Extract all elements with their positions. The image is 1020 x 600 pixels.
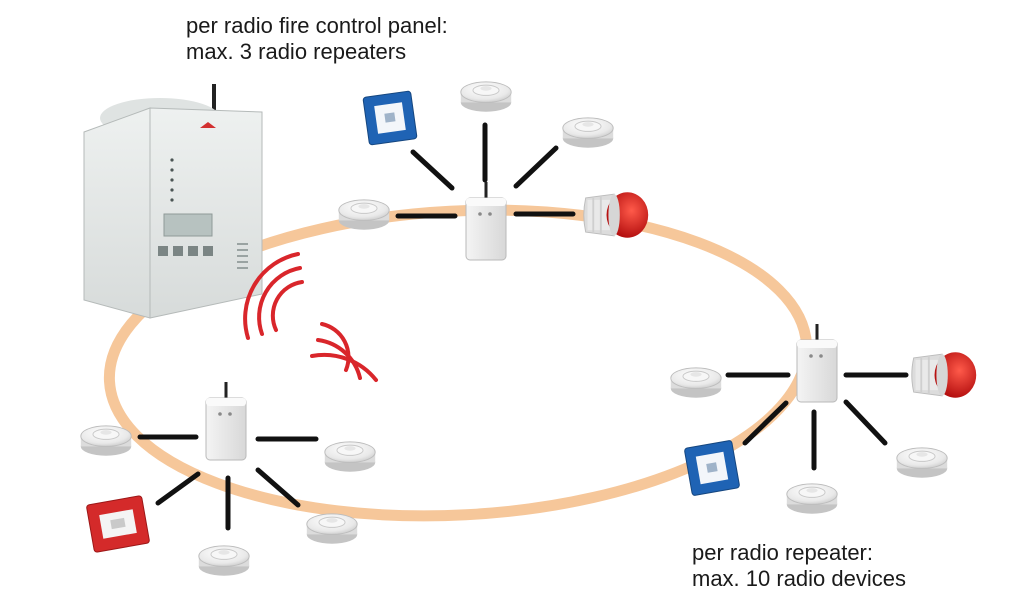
smoke-detector-icon [562,117,614,149]
smoke-detector-icon [198,545,250,577]
repeater-capacity-caption: per radio repeater: max. 10 radio device… [692,540,906,592]
radio-waves-icon [243,252,378,382]
blue-manual-call-point-icon [362,90,418,146]
smoke-detector-icon [786,483,838,515]
panel-capacity-caption: per radio fire control panel: max. 3 rad… [186,13,448,65]
blue-manual-call-point-icon [684,440,740,496]
repeater-caption-line-2: max. 10 radio devices [692,566,906,591]
radio-repeater-icon [204,380,248,462]
alarm-sounder-beacon-icon [582,191,650,239]
repeater-caption-line-1: per radio repeater: [692,540,873,565]
smoke-detector-icon [896,447,948,479]
smoke-detector-icon [324,441,376,473]
panel-caption-line-1: per radio fire control panel: [186,13,448,38]
panel-caption-line-2: max. 3 radio repeaters [186,39,407,64]
alarm-sounder-beacon-icon [910,351,978,399]
smoke-detector-icon [306,513,358,545]
smoke-detector-icon [338,199,390,231]
smoke-detector-icon [80,425,132,457]
fire-control-panel-icon [83,84,263,319]
smoke-detector-icon [460,81,512,113]
red-manual-call-point-icon [86,495,150,553]
radio-repeater-icon [464,180,508,262]
repeater-2-links [725,372,909,471]
smoke-detector-icon [670,367,722,399]
repeater-3-links [137,434,319,531]
repeater-1-links [395,122,576,219]
